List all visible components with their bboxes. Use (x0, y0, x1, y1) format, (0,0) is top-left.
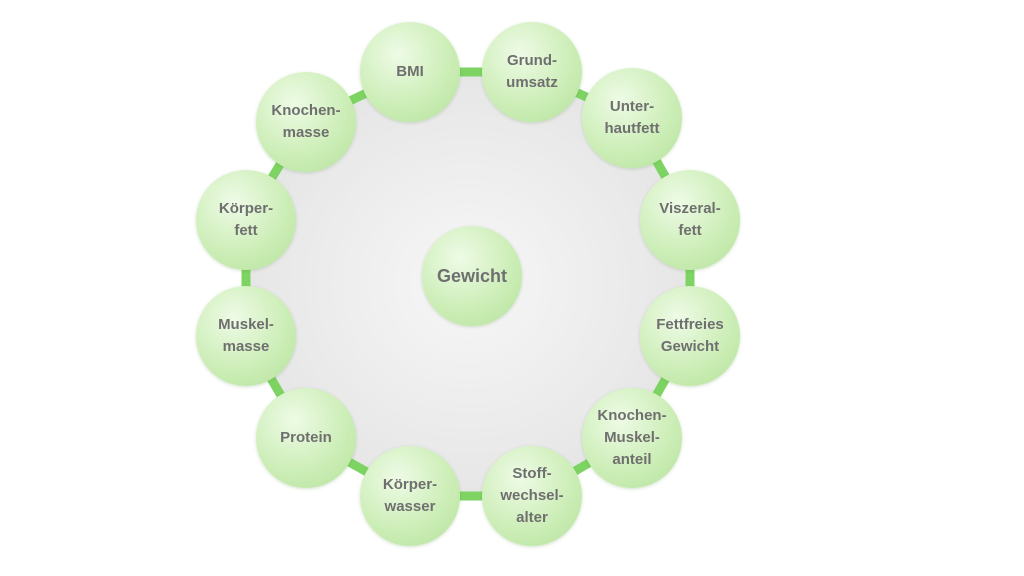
node-knochenmasse: Knochen- masse (256, 72, 356, 172)
node-koerperfett: Körper- fett (196, 170, 296, 270)
node-label: Stoff- wechsel- alter (500, 465, 564, 526)
node-muskelmasse: Muskel- masse (196, 286, 296, 386)
node-knochen-muskel-anteil: Knochen- Muskel- anteil (582, 388, 682, 488)
node-label: Körper- fett (218, 200, 274, 239)
node-koerperwasser: Körper- wasser (360, 446, 460, 546)
node-label: Grund- umsatz (506, 52, 558, 91)
center-node-label: Gewicht (436, 266, 507, 286)
node-protein: Protein (256, 388, 356, 488)
node-label: Viszeral- fett (659, 200, 721, 239)
center-node-weight: Gewicht (422, 226, 522, 326)
node-viszeralfett: Viszeral- fett (640, 170, 740, 270)
node-fettfreies-gewicht: Fettfreies Gewicht (640, 286, 740, 386)
node-label: Protein (280, 429, 332, 446)
node-label: Fettfreies Gewicht (656, 316, 724, 355)
node-label: BMI (396, 63, 424, 80)
node-stoffwechselalter: Stoff- wechsel- alter (482, 446, 582, 546)
node-grundumsatz: Grund- umsatz (482, 22, 582, 122)
node-label: Körper- wasser (382, 476, 438, 515)
node-label: Knochen- masse (271, 102, 341, 141)
node-bmi: BMI (360, 22, 460, 122)
node-label: Unter- hautfett (604, 98, 660, 137)
node-label: Knochen- Muskel- anteil (597, 407, 667, 468)
node-unterhautfett: Unter- hautfett (582, 68, 682, 168)
node-label: Muskel- masse (218, 316, 274, 355)
